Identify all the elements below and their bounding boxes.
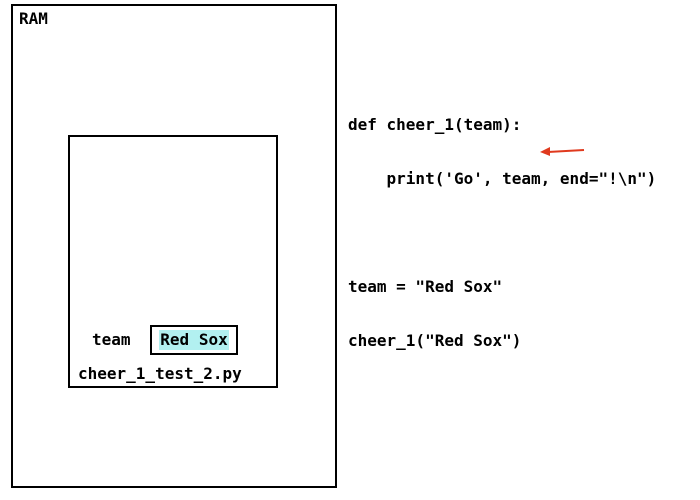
ram-label: RAM (19, 9, 48, 28)
frame-label: cheer_1_test_2.py (78, 364, 242, 383)
code-line: print('Go', team, end="!\n") (348, 169, 657, 188)
code-listing: def cheer_1(team): print('Go', team, end… (348, 80, 656, 368)
code-line: cheer_1("Red Sox") (348, 331, 522, 350)
code-line-current: team = "Red Sox" (348, 277, 503, 296)
code-line: def cheer_1(team): (348, 115, 522, 134)
arrow-left-icon (540, 147, 585, 156)
ram-box: RAM (11, 4, 337, 488)
variable-name: team (92, 330, 131, 349)
variable-value: Red Sox (159, 330, 229, 350)
code-line (348, 224, 656, 242)
variable-value-box: Red Sox (150, 325, 238, 355)
module-frame-box (68, 135, 278, 388)
